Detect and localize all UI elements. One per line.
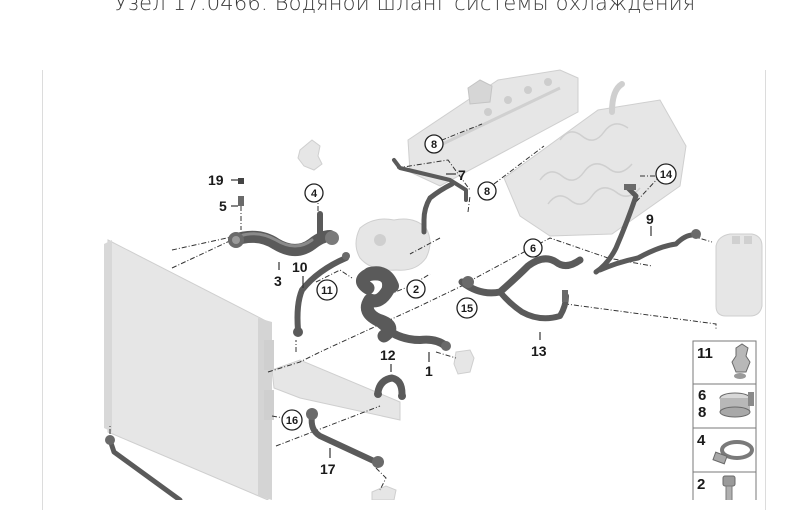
svg-text:8: 8: [484, 186, 490, 198]
plain-callouts: 19 5 3 10 12 1 13 17 7 9: [208, 167, 654, 477]
callout-circle-16: 16: [281, 409, 303, 431]
hose-12: [374, 374, 406, 398]
svg-text:15: 15: [461, 303, 473, 315]
hose-9: [597, 232, 701, 273]
legend-item-11: 11: [692, 340, 757, 385]
worm-drive-clamp-icon: [712, 440, 754, 465]
water-pump: [355, 218, 431, 271]
connector-1: [453, 349, 475, 375]
svg-text:4: 4: [311, 188, 318, 200]
svg-text:11: 11: [697, 345, 713, 362]
callout-3: 3: [274, 273, 282, 289]
callout-9: 9: [646, 211, 654, 227]
expansion-tank: [715, 233, 763, 317]
callout-circle-8-upper: 8: [424, 134, 444, 154]
callout-19: 19: [208, 172, 224, 188]
svg-text:8: 8: [698, 404, 706, 421]
callout-circle-8-lower: 8: [477, 181, 497, 201]
callout-circle-11: 11: [316, 279, 338, 301]
hose-1: [374, 318, 450, 350]
callout-circle-15: 15: [456, 297, 478, 319]
connector-17: [371, 485, 397, 500]
callout-1: 1: [425, 363, 433, 379]
callout-circle-6: 6: [523, 238, 543, 258]
hoses: [105, 158, 701, 500]
callout-7: 7: [458, 167, 466, 183]
hose-6: [458, 255, 584, 297]
fastener-legend: 11 6 8 4: [692, 340, 757, 500]
svg-text:4: 4: [697, 432, 706, 449]
callout-circle-14: 14: [655, 163, 677, 185]
radiator: [104, 239, 274, 500]
hose-clip-icon: [731, 343, 751, 379]
pipe-7: [392, 158, 468, 202]
svg-text:2: 2: [413, 284, 419, 296]
hose-17: [308, 413, 379, 465]
diagram-frame: [42, 70, 766, 510]
legend-item-4: 4: [692, 427, 757, 473]
circled-callouts: 4 8 8 14 6 2 11 15: [281, 134, 677, 431]
svg-text:16: 16: [286, 415, 298, 427]
svg-text:11: 11: [321, 285, 333, 297]
svg-text:8: 8: [431, 139, 437, 151]
callout-circle-4: 4: [304, 183, 324, 203]
callout-circle-2: 2: [406, 279, 426, 299]
callout-10: 10: [292, 259, 308, 275]
callout-ticks: [231, 173, 652, 458]
legend-item-2: 2: [692, 471, 757, 500]
svg-text:2: 2: [697, 476, 705, 493]
callout-5: 5: [219, 198, 227, 214]
hose-10: [294, 255, 349, 333]
legend-item-6-8: 6 8: [692, 383, 757, 429]
page-title: Узел 17.0466. Водяной шланг системы охла…: [114, 0, 696, 15]
callout-12: 12: [380, 347, 396, 363]
cylinder-head-upper: [407, 69, 579, 187]
callout-13: 13: [531, 343, 547, 359]
spring-band-clamp-icon: [719, 392, 754, 418]
bolt-icon: [722, 475, 736, 500]
svg-text:6: 6: [698, 387, 706, 404]
lower-cooler: [271, 359, 401, 421]
hose-13: [497, 289, 569, 322]
svg-text:6: 6: [530, 243, 536, 255]
svg-text:14: 14: [660, 169, 673, 181]
callout-17: 17: [320, 461, 336, 477]
bleed-valve: [297, 139, 323, 171]
engine-block: [503, 81, 687, 237]
